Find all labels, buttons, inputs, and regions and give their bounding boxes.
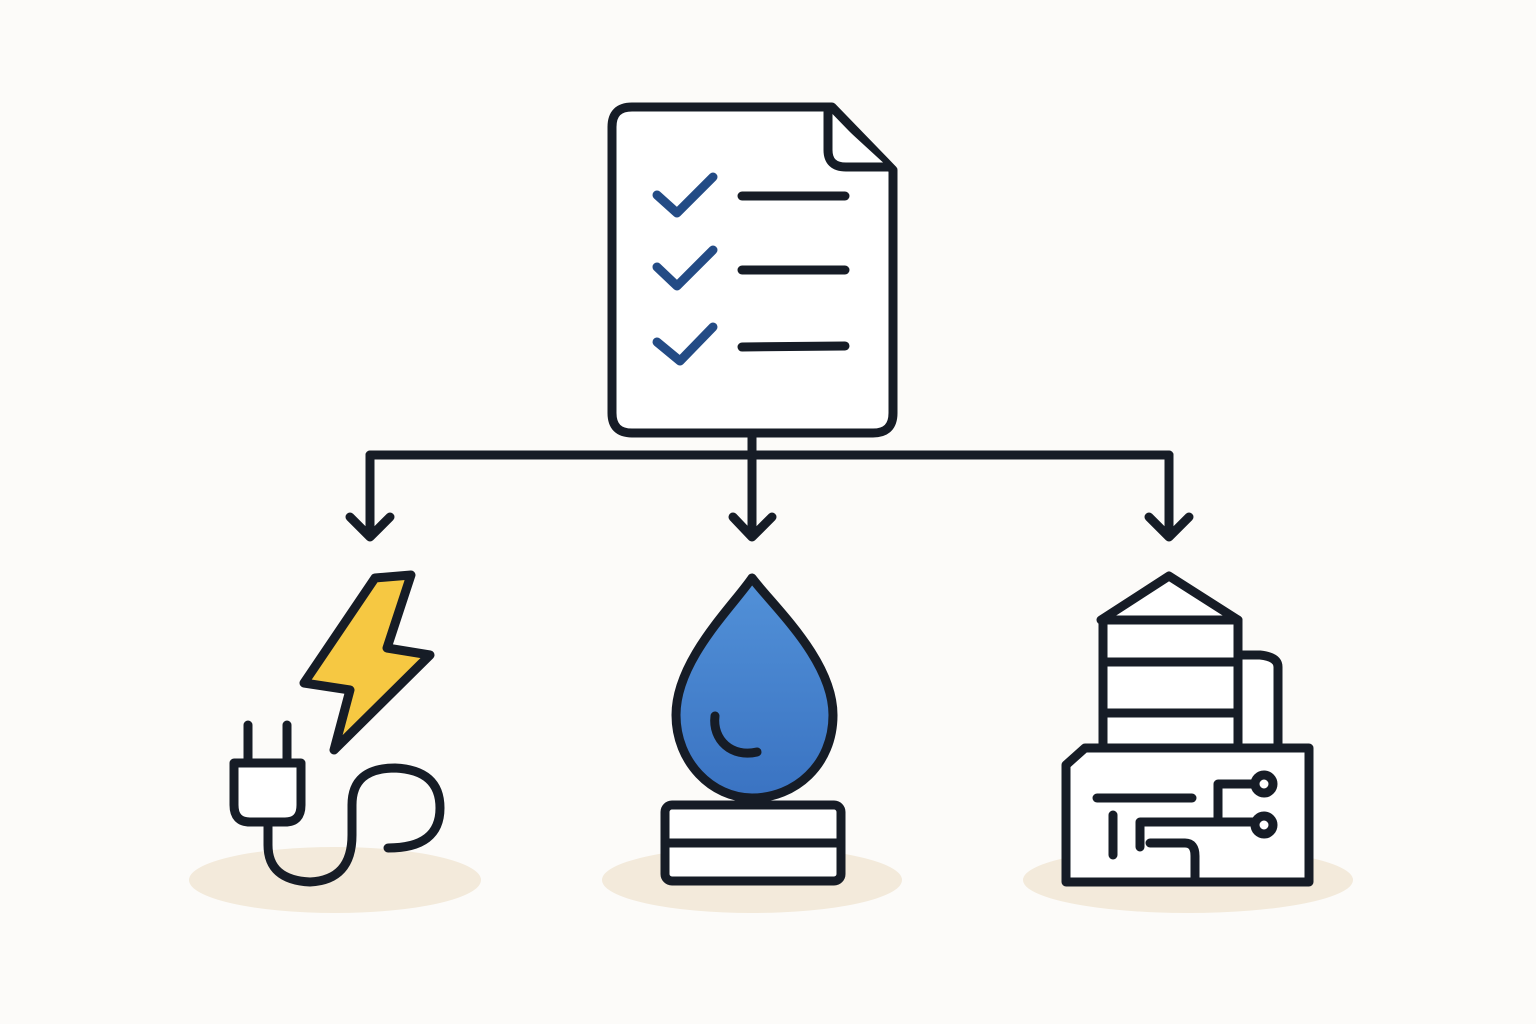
drop-highlight bbox=[710, 711, 762, 758]
plug-icon bbox=[229, 720, 445, 887]
arrow-down-icon bbox=[345, 450, 395, 542]
checklist-row bbox=[652, 172, 850, 218]
checkmark-icon bbox=[652, 245, 718, 291]
circuit-node bbox=[1250, 770, 1278, 798]
electricity-plug-bolt-icon bbox=[229, 570, 445, 887]
circuit-trace bbox=[1213, 779, 1260, 827]
plug-body bbox=[229, 758, 306, 827]
checklist-line bbox=[737, 341, 850, 352]
pipe-line bbox=[1145, 838, 1200, 887]
checklist-row bbox=[652, 245, 850, 291]
water-drop-icon bbox=[660, 573, 846, 886]
checklist-document-icon bbox=[607, 102, 898, 438]
lightning-bolt-icon bbox=[299, 570, 435, 755]
building-tower bbox=[1098, 615, 1243, 753]
document-dog-ear bbox=[823, 107, 893, 172]
checkmark-icon bbox=[652, 172, 718, 218]
drop-base-plinth bbox=[660, 800, 846, 886]
checkmark-icon bbox=[652, 322, 718, 366]
circuit-node bbox=[1250, 811, 1278, 839]
arrow-down-icon bbox=[728, 450, 777, 542]
connector-tree bbox=[345, 428, 1194, 542]
building-roof bbox=[1096, 571, 1243, 625]
side-tank bbox=[1233, 650, 1283, 753]
plug-cord bbox=[263, 763, 445, 887]
utility-building-icon bbox=[1061, 571, 1314, 887]
arrow-down-icon bbox=[1144, 450, 1194, 542]
checklist-row bbox=[652, 322, 850, 366]
drop-shape bbox=[671, 573, 838, 803]
